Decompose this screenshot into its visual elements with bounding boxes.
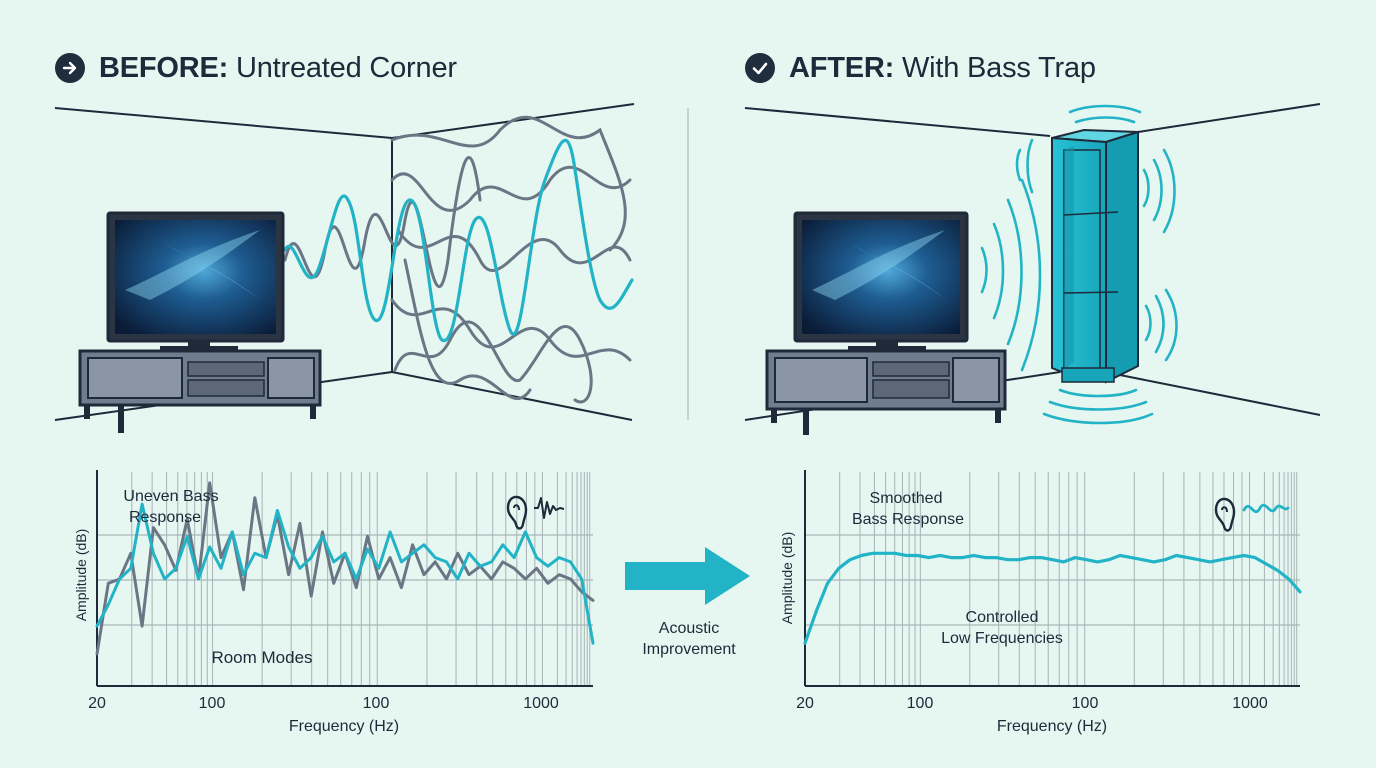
x-tick-label: 100 bbox=[199, 695, 226, 712]
annotation-controlled-line2: Low Frequencies bbox=[941, 630, 1063, 647]
transition-label-line2: Improvement bbox=[642, 641, 736, 658]
x-axis-label: Frequency (Hz) bbox=[997, 718, 1107, 735]
after-heading: AFTER: With Bass Trap bbox=[745, 48, 1096, 88]
x-tick-label: 100 bbox=[363, 695, 390, 712]
after-wall-left-top bbox=[744, 107, 1051, 137]
series-line bbox=[803, 551, 1302, 645]
arrow-right-icon bbox=[625, 547, 750, 605]
bass-trap bbox=[1051, 128, 1139, 384]
after-wall-right-top bbox=[1137, 103, 1321, 133]
before-standing-waves bbox=[283, 115, 634, 404]
x-axis-label: Frequency (Hz) bbox=[289, 718, 399, 735]
after-heading-text: With Bass Trap bbox=[901, 51, 1096, 84]
series-line bbox=[95, 502, 595, 645]
before-tv-cabinet bbox=[78, 211, 322, 433]
after-floor-right bbox=[1119, 374, 1321, 416]
annotation-room-modes: Room Modes bbox=[211, 648, 312, 667]
annotation-uneven-line2: Response bbox=[129, 509, 201, 526]
x-tick-label: 100 bbox=[1072, 695, 1099, 712]
annotation-smoothed-line1: Smoothed bbox=[870, 490, 943, 507]
before-heading-prefix: BEFORE: bbox=[99, 51, 229, 84]
x-tick-label: 20 bbox=[88, 695, 106, 712]
before-wall-left-top bbox=[54, 107, 393, 139]
after-heading-prefix: AFTER: bbox=[789, 51, 895, 84]
x-tick-label: 20 bbox=[796, 695, 814, 712]
before-heading-text: Untreated Corner bbox=[235, 51, 457, 84]
x-tick-label: 1000 bbox=[1232, 695, 1268, 712]
x-tick-label: 1000 bbox=[523, 695, 559, 712]
arrow-right-icon bbox=[55, 53, 85, 83]
ear-icon bbox=[1214, 497, 1290, 532]
after-frequency-chart: Smoothed Bass Response Controlled Low Fr… bbox=[779, 470, 1302, 735]
transition-label-line1: Acoustic bbox=[659, 620, 719, 637]
absorbed-wave-arcs bbox=[980, 104, 1178, 425]
y-axis-label: Amplitude (dB) bbox=[779, 532, 795, 625]
after-tv-cabinet bbox=[765, 211, 1007, 435]
annotation-uneven-line1: Uneven Bass bbox=[123, 488, 218, 505]
annotation-smoothed-line2: Bass Response bbox=[852, 511, 964, 528]
y-axis-label: Amplitude (dB) bbox=[73, 529, 89, 622]
checkmark-icon bbox=[745, 53, 775, 83]
x-tick-label: 100 bbox=[907, 695, 934, 712]
ear-icon bbox=[506, 495, 565, 530]
before-heading: BEFORE: Untreated Corner bbox=[55, 48, 457, 88]
transition-arrow: Acoustic Improvement bbox=[625, 547, 750, 658]
before-frequency-chart: Uneven Bass Response Room Modes Amplitud… bbox=[73, 470, 595, 735]
annotation-controlled-line1: Controlled bbox=[966, 609, 1039, 626]
